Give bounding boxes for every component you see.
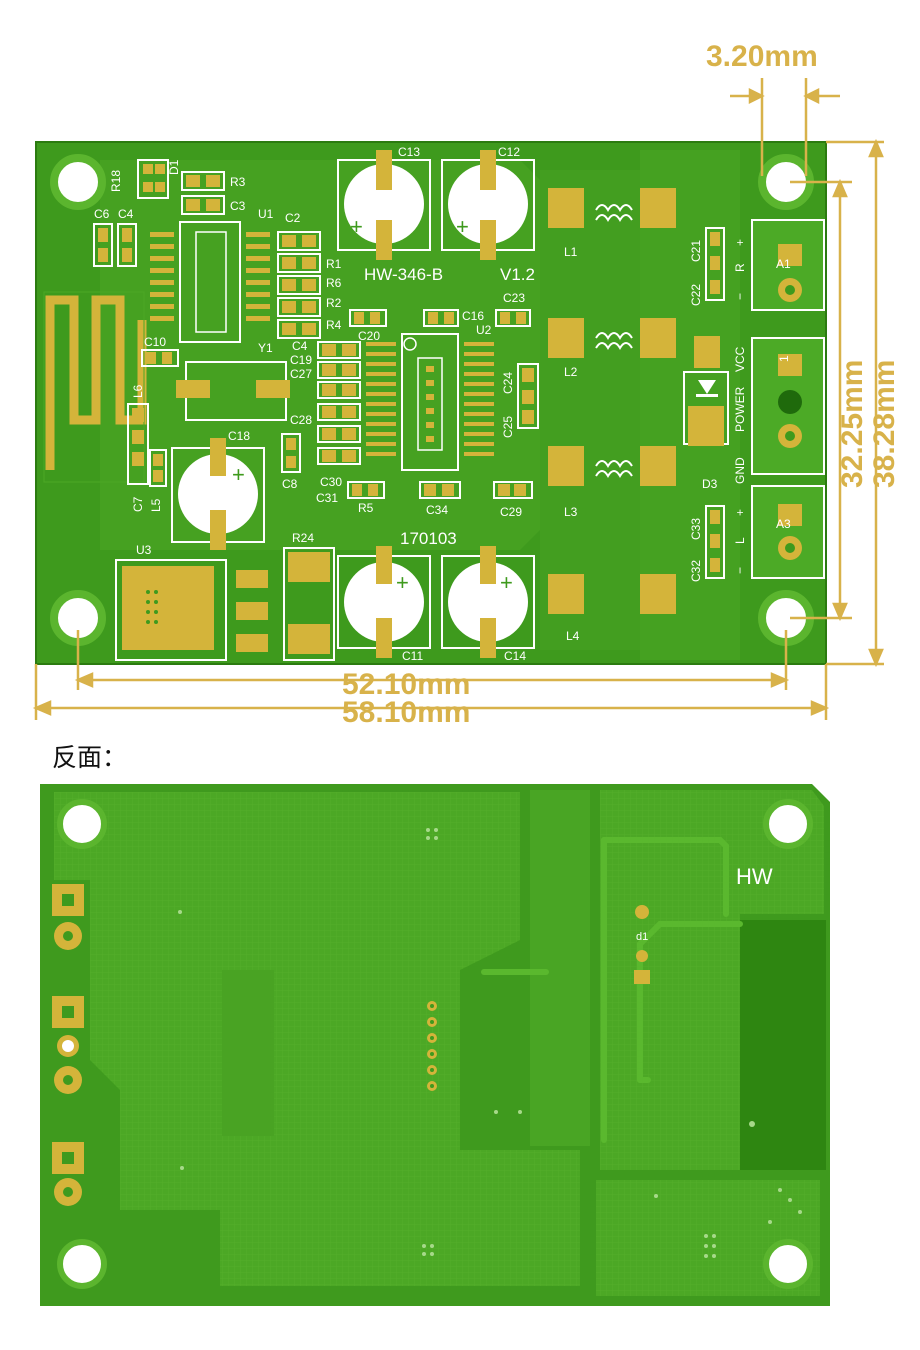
label-c33: C33 — [689, 518, 703, 540]
label-a1: A1 — [776, 257, 791, 271]
label-c16: C16 — [462, 309, 484, 323]
label-a3: A3 — [776, 517, 791, 531]
label-c31: C31 — [316, 491, 338, 505]
label-power: POWER — [733, 386, 747, 432]
svg-text:+: + — [396, 570, 409, 595]
label-l2: L2 — [564, 365, 578, 379]
antenna-trace — [45, 295, 147, 470]
label-c12: C12 — [498, 145, 520, 159]
u2-chip — [401, 333, 459, 471]
svg-text:+: + — [350, 214, 363, 239]
bottom-pcb: d1 HW — [40, 784, 830, 1306]
label-l-minus: − — [733, 567, 747, 574]
label-vcc: VCC — [733, 346, 747, 372]
label-l4: L4 — [566, 629, 580, 643]
label-c34: C34 — [426, 503, 448, 517]
label-c25: C25 — [501, 416, 515, 438]
board-model: HW-346-B — [364, 265, 443, 284]
connector-a1: A1 — [751, 219, 825, 311]
cap-c11: + — [337, 546, 431, 658]
label-r6: R6 — [326, 276, 342, 290]
dim-outer-height: 38.28mm — [868, 360, 901, 488]
label-c29: C29 — [500, 505, 522, 519]
cap-c18: + — [171, 438, 265, 550]
label-c19: C19 — [290, 353, 312, 367]
label-c32: C32 — [689, 560, 703, 582]
board-version: V1.2 — [500, 265, 535, 284]
label-r24: R24 — [292, 531, 314, 545]
u1-chip — [179, 221, 241, 343]
label-c4: C4 — [292, 339, 308, 353]
label-d3: D3 — [702, 477, 718, 491]
label-pin1: 1 — [777, 355, 791, 362]
label-d1: D1 — [167, 159, 181, 175]
label-r1: R1 — [326, 257, 342, 271]
label-l: L — [733, 537, 747, 544]
label-c27: C27 — [290, 367, 312, 381]
label-c23: C23 — [503, 291, 525, 305]
cap-c13: + — [337, 150, 431, 260]
back-side-caption: 反面： — [52, 743, 128, 772]
cap-c14: + — [441, 546, 535, 658]
label-r-plus: + — [733, 239, 747, 246]
label-l-plus: + — [733, 509, 747, 516]
label-c18: C18 — [228, 429, 250, 443]
label-c22: C22 — [689, 284, 703, 306]
label-c3: C3 — [230, 199, 246, 213]
back-hole-tl — [57, 799, 107, 849]
label-c7: C7 — [131, 496, 145, 512]
dimensions — [32, 78, 884, 720]
label-c14: C14 — [504, 649, 526, 663]
back-hole-br — [763, 1239, 813, 1289]
label-c20: C20 — [358, 329, 380, 343]
back-hole-bl — [57, 1239, 107, 1289]
label-r: R — [733, 263, 747, 272]
back-connector-pads — [52, 884, 84, 1206]
dim-outer-width: 58.10mm — [342, 696, 470, 729]
mount-hole-tl — [50, 154, 106, 210]
label-c21: C21 — [689, 240, 703, 262]
dim-inner-height: 32.25mm — [836, 360, 869, 488]
back-brand: HW — [736, 864, 773, 889]
label-r18: R18 — [109, 170, 123, 192]
label-c2: C2 — [285, 211, 301, 225]
svg-text:+: + — [500, 570, 513, 595]
label-c13: C13 — [398, 145, 420, 159]
label-c30: C30 — [320, 475, 342, 489]
label-r5: R5 — [358, 501, 374, 515]
label-r3: R3 — [230, 175, 246, 189]
label-y1: Y1 — [258, 341, 273, 355]
svg-text:+: + — [456, 214, 469, 239]
label-l5: L5 — [149, 498, 163, 512]
label-r2: R2 — [326, 296, 342, 310]
label-u3: U3 — [136, 543, 152, 557]
label-c6: C4 — [118, 207, 134, 221]
label-u2: U2 — [476, 323, 492, 337]
dim-top-width: 3.20mm — [706, 40, 818, 73]
label-l3: L3 — [564, 505, 578, 519]
label-l6: L6 — [131, 384, 145, 398]
top-pcb: R18 D1 R3 C3 C6 C4 U1 C2 — [35, 141, 827, 665]
label-l1: L1 — [564, 245, 578, 259]
cap-c12: + — [441, 150, 535, 260]
label-r4: R4 — [326, 318, 342, 332]
label-c28: C28 — [290, 413, 312, 427]
label-c9: C8 — [282, 477, 298, 491]
label-c24: C24 — [501, 372, 515, 394]
label-r-minus: − — [733, 293, 747, 300]
board-date-code: 170103 — [400, 529, 457, 548]
label-u1: U1 — [258, 207, 274, 221]
dim-inner-width: 52.10mm — [342, 668, 470, 701]
label-gnd: GND — [733, 457, 747, 484]
connector-power: 1 — [751, 337, 825, 475]
label-c8: C6 — [94, 207, 110, 221]
label-c10: C10 — [144, 335, 166, 349]
connector-a3: A3 — [751, 485, 825, 579]
label-c11: C11 — [402, 649, 423, 663]
svg-text:+: + — [232, 462, 245, 487]
regulator-u3 — [115, 559, 227, 661]
back-hole-tr — [763, 799, 813, 849]
back-pad-label: d1 — [636, 931, 648, 943]
